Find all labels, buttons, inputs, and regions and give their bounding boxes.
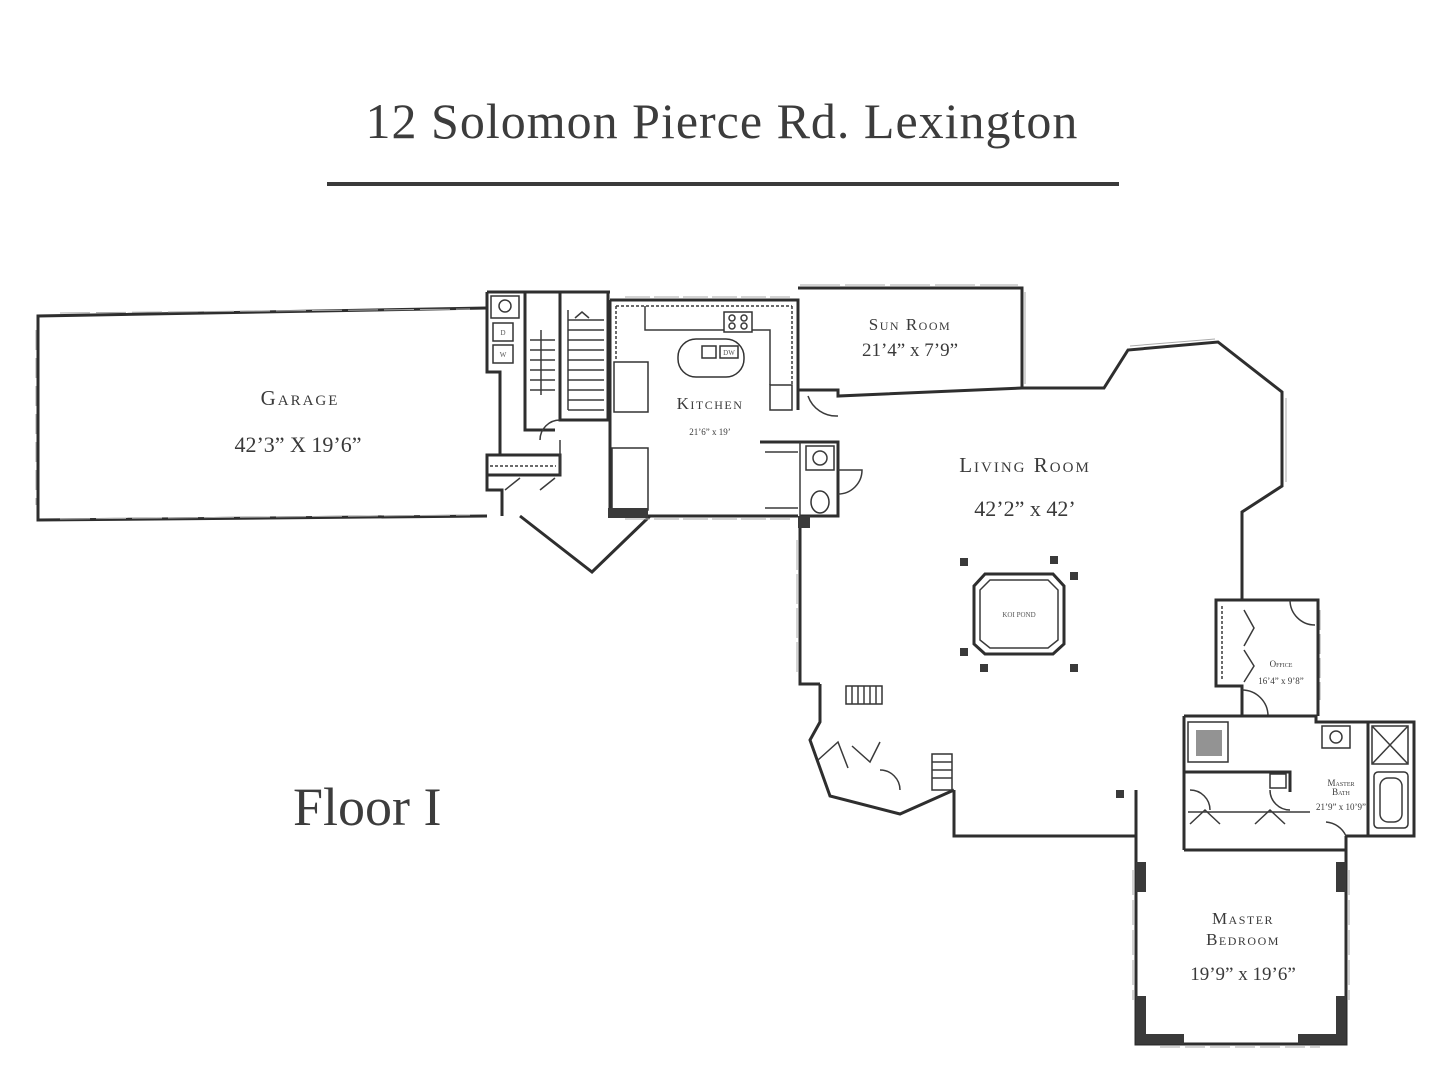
- office-dims: 16’4” x 9’8”: [1258, 676, 1303, 686]
- garage-room: Garage 42’3” X 19’6”: [35, 306, 488, 522]
- living-room-dims: 42’2” x 42’: [974, 496, 1075, 521]
- living-room: Living Room 42’2” x 42’ KOI POND: [796, 338, 1287, 838]
- svg-text:KOI POND: KOI POND: [1002, 611, 1035, 619]
- bathtub: [1373, 771, 1409, 829]
- office-name: Office: [1270, 659, 1293, 669]
- powder-room-sink: [805, 445, 835, 471]
- svg-text:DW: DW: [723, 349, 735, 357]
- plan-title: 12 Solomon Pierce Rd. Lexington: [365, 93, 1079, 149]
- main-stairs: [567, 310, 604, 411]
- bath-sink: [1321, 725, 1351, 749]
- mudroom-area: D W: [485, 290, 652, 574]
- garage-name: Garage: [261, 386, 340, 410]
- laundry-sink: [490, 295, 520, 319]
- koi-pond: KOI POND: [960, 556, 1078, 672]
- master-bedroom: Master Bedroom 19’9” x 19’6”: [1132, 790, 1350, 1048]
- dryer: [492, 322, 514, 342]
- sun-room-dims: 21’4” x 7’9”: [862, 340, 958, 361]
- svg-text:D: D: [500, 329, 505, 337]
- title-underline: [327, 182, 1119, 186]
- master-bath: Master Bath 21’9” x 10’9”: [1182, 714, 1416, 850]
- toilet: [810, 490, 830, 514]
- master-bedroom-name-2: Bedroom: [1206, 930, 1280, 949]
- sun-room-name: Sun Room: [869, 315, 951, 334]
- pantry: [611, 447, 649, 511]
- living-room-name: Living Room: [959, 453, 1091, 477]
- kitchen-room: DW Kitchen 21’6” x 19’: [608, 296, 863, 528]
- garage-dims: 42’3” X 19’6”: [234, 432, 361, 457]
- office-room: Office 16’4” x 9’8”: [1214, 598, 1321, 717]
- svg-text:W: W: [500, 351, 507, 359]
- kitchen-name: Kitchen: [677, 394, 744, 413]
- master-bedroom-dims: 19’9” x 19’6”: [1190, 964, 1296, 985]
- kitchen-dims: 21’6” x 19’: [689, 427, 731, 437]
- basement-stairs: [530, 330, 555, 395]
- floor-label: Floor I: [293, 777, 442, 837]
- master-bedroom-name-1: Master: [1212, 909, 1274, 928]
- master-bath-name-1: Master: [1327, 778, 1354, 788]
- master-bath-name-2: Bath: [1332, 787, 1350, 797]
- range: [723, 311, 753, 333]
- master-bath-dims: 21’9” x 10’9”: [1316, 802, 1366, 812]
- washer: [492, 344, 514, 364]
- refrigerator: [613, 361, 649, 413]
- sun-room: Sun Room 21’4” x 7’9”: [796, 284, 1026, 417]
